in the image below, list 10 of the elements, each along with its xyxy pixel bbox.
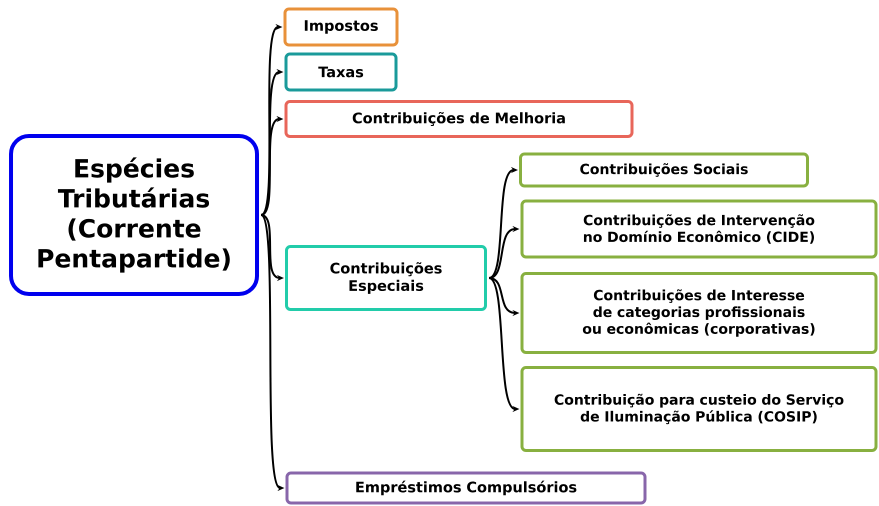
topic-box: Contribuições de Intervenção no Domínio Econômico (CIDE) — [520, 200, 878, 258]
topic-box: Taxas — [284, 52, 398, 92]
topic-box: Impostos — [284, 8, 398, 46]
topic-box: Contribuições Sociais — [519, 152, 809, 188]
topic-box: Empréstimos Compulsórios — [286, 472, 646, 504]
topic-box: Contribuições de Melhoria — [284, 100, 634, 138]
topic-box: Contribuições de Interesse de categorias profissionais ou econômicas (corporativas) — [520, 272, 878, 354]
topic-box: Contribuições Especiais — [285, 245, 487, 311]
topic-box: Contribuição para custeio do Serviço de Iluminação Pública (COSIP) — [520, 366, 878, 452]
topic-box: Espécies Tributárias (Corrente Pentapartide) — [9, 134, 259, 296]
